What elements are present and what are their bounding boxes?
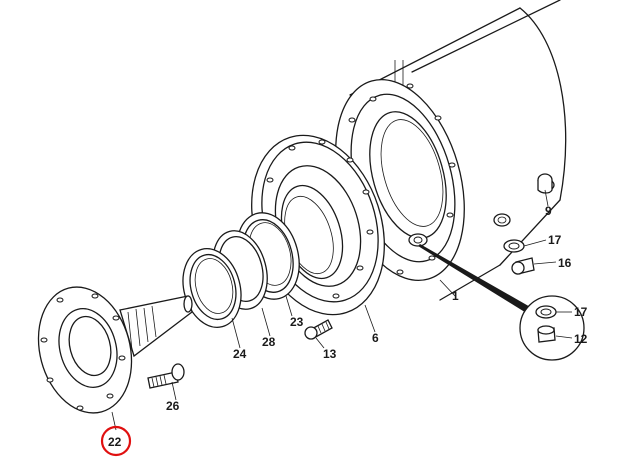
label-28: 28 [262, 335, 276, 349]
label-9: 9 [545, 204, 552, 218]
leader-lines [111, 189, 573, 431]
part-labels: 1 6 9 17 16 17 12 13 23 28 24 26 22 [108, 204, 588, 449]
seal-24 [182, 248, 242, 328]
label-16: 16 [558, 256, 572, 270]
label-17-lower: 17 [574, 305, 588, 319]
label-13: 13 [323, 347, 337, 361]
output-flange-22 [37, 286, 193, 414]
highlight-circle-22 [100, 425, 132, 457]
bolt-13 [304, 319, 333, 340]
label-12: 12 [574, 332, 588, 346]
label-23: 23 [290, 315, 304, 329]
washer-17-upper [503, 239, 525, 253]
label-26: 26 [166, 399, 180, 413]
label-6: 6 [372, 331, 379, 345]
label-17-upper: 17 [548, 233, 562, 247]
housing-bolt-holes [348, 83, 456, 275]
bolt-26 [147, 363, 185, 389]
inset-pointer [418, 244, 532, 314]
hub-bolt-holes [266, 139, 374, 299]
flange-bolt-holes [40, 293, 126, 411]
label-24: 24 [233, 347, 247, 361]
label-22: 22 [108, 435, 122, 449]
plug-16 [511, 257, 535, 275]
label-1: 1 [452, 289, 459, 303]
